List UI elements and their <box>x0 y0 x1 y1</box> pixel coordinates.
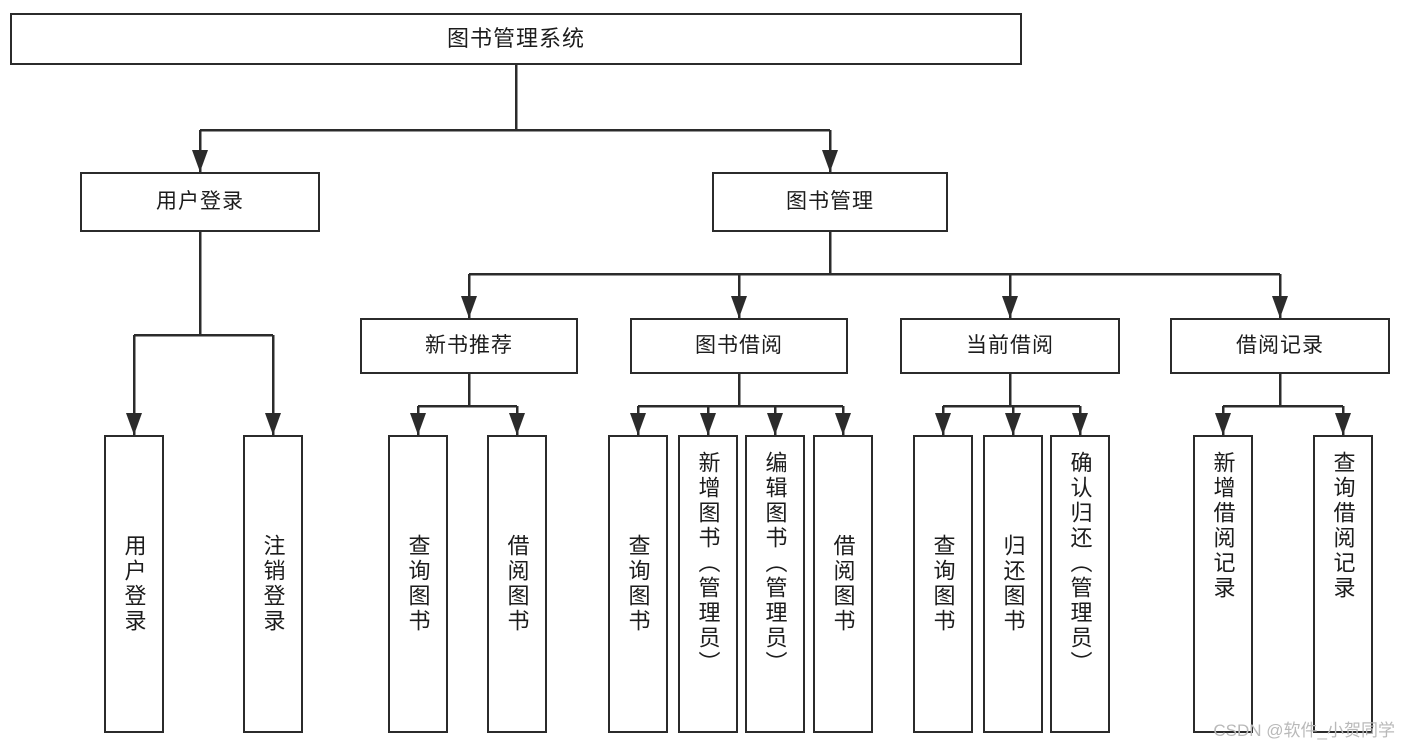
node-leaf-bb-edit[interactable]: 编辑图书（管理员） <box>745 435 805 733</box>
arrow-head <box>700 413 716 435</box>
arrow-head <box>1005 413 1021 435</box>
node-new-book-rec[interactable]: 新书推荐 <box>360 318 578 374</box>
node-leaf-cb-query[interactable]: 查询图书 <box>913 435 973 733</box>
arrow-head <box>265 413 281 435</box>
node-leaf-br-add[interactable]: 新增借阅记录 <box>1193 435 1253 733</box>
node-label: 新书推荐 <box>425 334 513 358</box>
node-leaf-cb-return[interactable]: 归还图书 <box>983 435 1043 733</box>
node-leaf-user-login[interactable]: 用户登录 <box>104 435 164 733</box>
arrow-head <box>767 413 783 435</box>
node-label: 新增图书（管理员） <box>695 451 721 676</box>
node-root[interactable]: 图书管理系统 <box>10 13 1022 65</box>
node-label: 确认归还（管理员） <box>1067 451 1093 676</box>
node-leaf-cb-confirm[interactable]: 确认归还（管理员） <box>1050 435 1110 733</box>
arrow-head <box>192 150 208 172</box>
node-label: 用户登录 <box>121 534 147 634</box>
arrow-head <box>935 413 951 435</box>
arrow-head <box>1335 413 1351 435</box>
arrow-head <box>1002 296 1018 318</box>
node-current-borrow[interactable]: 当前借阅 <box>900 318 1120 374</box>
node-label: 编辑图书（管理员） <box>762 451 788 676</box>
node-label: 归还图书 <box>1000 534 1026 634</box>
node-label: 图书管理系统 <box>446 25 585 51</box>
node-label: 用户登录 <box>156 190 244 214</box>
node-label: 新增借阅记录 <box>1210 451 1236 601</box>
node-leaf-rec-borrow[interactable]: 借阅图书 <box>487 435 547 733</box>
node-label: 图书管理 <box>786 190 874 214</box>
node-leaf-br-query[interactable]: 查询借阅记录 <box>1313 435 1373 733</box>
node-leaf-bb-add[interactable]: 新增图书（管理员） <box>678 435 738 733</box>
watermark-label: CSDN @软件_小贺同学 <box>1213 721 1395 740</box>
arrow-head <box>630 413 646 435</box>
node-label: 查询图书 <box>930 534 956 634</box>
arrow-head <box>1272 296 1288 318</box>
node-leaf-logout[interactable]: 注销登录 <box>243 435 303 733</box>
node-label: 借阅图书 <box>504 534 530 634</box>
node-book-manage[interactable]: 图书管理 <box>712 172 948 232</box>
arrow-head <box>509 413 525 435</box>
arrow-head <box>126 413 142 435</box>
node-user-login[interactable]: 用户登录 <box>80 172 320 232</box>
arrow-head <box>1072 413 1088 435</box>
arrow-head <box>835 413 851 435</box>
node-borrow-record[interactable]: 借阅记录 <box>1170 318 1390 374</box>
node-label: 借阅记录 <box>1236 334 1324 358</box>
node-label: 当前借阅 <box>966 334 1054 358</box>
node-leaf-bb-borrow[interactable]: 借阅图书 <box>813 435 873 733</box>
node-label: 图书借阅 <box>695 334 783 358</box>
node-label: 查询图书 <box>405 534 431 634</box>
node-label: 借阅图书 <box>830 534 856 634</box>
node-book-borrow[interactable]: 图书借阅 <box>630 318 848 374</box>
arrow-head <box>731 296 747 318</box>
node-leaf-rec-query[interactable]: 查询图书 <box>388 435 448 733</box>
node-label: 查询图书 <box>625 534 651 634</box>
arrow-head <box>822 150 838 172</box>
node-leaf-bb-query[interactable]: 查询图书 <box>608 435 668 733</box>
arrow-head <box>410 413 426 435</box>
node-label: 查询借阅记录 <box>1330 451 1356 601</box>
node-label: 注销登录 <box>260 534 286 634</box>
arrow-head <box>461 296 477 318</box>
arrow-head <box>1215 413 1231 435</box>
